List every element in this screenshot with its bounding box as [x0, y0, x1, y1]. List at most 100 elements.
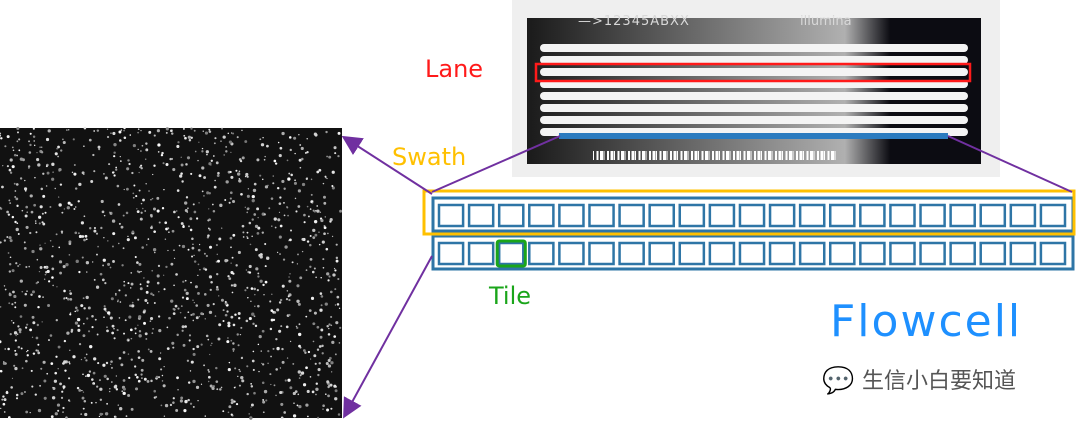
- barcode-bar: [764, 151, 767, 160]
- cluster-spot: [192, 312, 195, 316]
- cluster-spot: [247, 188, 250, 190]
- cluster-spot: [11, 303, 14, 306]
- barcode-bar: [782, 151, 783, 160]
- cluster-spot: [262, 398, 265, 401]
- cluster-spot: [122, 214, 125, 217]
- cluster-spot: [294, 197, 297, 200]
- cluster-spot: [203, 364, 206, 367]
- cluster-spot: [69, 312, 72, 314]
- barcode-bar: [792, 151, 794, 160]
- cluster-spot: [73, 172, 77, 176]
- cluster-spot: [26, 354, 29, 357]
- cluster-spot: [186, 359, 190, 362]
- lane-highlight: [534, 62, 972, 83]
- cluster-spot: [321, 352, 324, 355]
- cluster-spot: [14, 196, 17, 198]
- cluster-spot: [111, 219, 116, 223]
- watermark-account: 生信小白要知道: [862, 369, 1017, 394]
- cluster-spot: [167, 227, 170, 230]
- cluster-spot: [319, 211, 322, 214]
- cluster-spot: [150, 226, 153, 230]
- cluster-spot: [172, 167, 176, 172]
- cluster-spot: [23, 246, 27, 250]
- cluster-spot: [93, 227, 96, 230]
- cluster-spot: [51, 267, 55, 271]
- cluster-spot: [115, 375, 117, 377]
- cluster-spot: [14, 190, 17, 192]
- cluster-spot: [80, 221, 84, 225]
- cluster-spot: [184, 316, 187, 319]
- cluster-spot: [105, 361, 109, 365]
- cluster-spot: [38, 222, 41, 225]
- cluster-spot: [19, 279, 23, 283]
- cluster-spot: [113, 174, 116, 177]
- cluster-spot: [246, 235, 248, 238]
- cluster-spot: [65, 297, 68, 300]
- tile: [798, 241, 826, 266]
- cluster-spot: [144, 158, 147, 160]
- cluster-spot: [113, 142, 117, 147]
- cluster-spot: [250, 300, 252, 303]
- cluster-spot: [246, 237, 249, 239]
- cluster-spot: [276, 308, 280, 312]
- cluster-spot: [117, 299, 119, 301]
- cluster-spot: [329, 290, 333, 294]
- cluster-spot: [260, 143, 265, 147]
- cluster-spot: [145, 149, 147, 151]
- cluster-spot: [6, 390, 8, 393]
- cluster-spot: [328, 323, 331, 326]
- cluster-spot: [230, 401, 234, 405]
- cluster-spot: [286, 290, 289, 292]
- cluster-spot: [33, 203, 37, 207]
- cluster-spot: [149, 316, 154, 321]
- cluster-spot: [3, 411, 6, 413]
- cluster-spot: [257, 304, 260, 308]
- cluster-spot: [198, 243, 201, 246]
- barcode-bar: [659, 151, 662, 160]
- cluster-spot: [244, 140, 248, 143]
- cluster-spot: [15, 183, 19, 186]
- cluster-spot: [185, 196, 189, 199]
- barcode-bar: [652, 151, 656, 160]
- cluster-spot: [327, 394, 330, 398]
- cluster-spot: [128, 315, 132, 319]
- cluster-spot: [208, 130, 212, 133]
- cluster-spot: [42, 296, 44, 299]
- cluster-spot: [201, 190, 204, 193]
- cluster-spot: [253, 287, 257, 291]
- cluster-spot: [165, 131, 168, 134]
- cluster-spot: [96, 333, 99, 336]
- cluster-spot: [191, 237, 194, 241]
- cluster-spot: [12, 321, 15, 324]
- cluster-spot: [254, 305, 256, 307]
- cluster-spot: [324, 302, 328, 306]
- cluster-spot: [304, 351, 307, 355]
- cluster-spot: [241, 379, 245, 383]
- cluster-spot: [189, 228, 193, 232]
- cluster-spot: [62, 385, 66, 389]
- cluster-spot: [104, 176, 108, 180]
- cluster-spot: [306, 240, 310, 243]
- cluster-spot: [93, 170, 96, 173]
- cluster-spot: [84, 412, 88, 417]
- cluster-spot: [167, 249, 169, 252]
- cluster-spot: [247, 296, 249, 299]
- cluster-spot: [186, 211, 189, 213]
- cluster-spot: [250, 383, 252, 385]
- barcode-bar: [827, 151, 830, 160]
- cluster-spot: [291, 261, 294, 264]
- cluster-spot: [99, 272, 103, 276]
- cluster-spot: [89, 227, 92, 230]
- cluster-spot: [82, 373, 84, 376]
- cluster-spot: [18, 138, 21, 141]
- cluster-spot: [290, 229, 293, 232]
- cluster-spot: [309, 243, 312, 247]
- cluster-spot: [54, 371, 58, 375]
- cluster-spot: [235, 169, 238, 172]
- cluster-spot: [274, 162, 278, 165]
- cluster-spot: [45, 185, 48, 187]
- cluster-spot: [212, 385, 215, 388]
- cluster-spot: [248, 264, 252, 269]
- tile: [678, 203, 706, 228]
- cluster-spot: [7, 252, 10, 254]
